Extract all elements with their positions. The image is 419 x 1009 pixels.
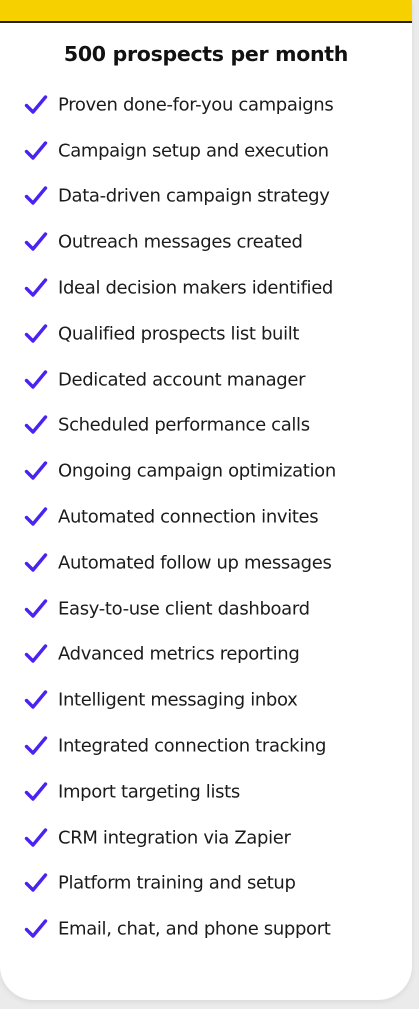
- feature-item: Ideal decision makers identified: [0, 265, 412, 311]
- checkmark-icon: [24, 277, 48, 299]
- feature-item: Qualified prospects list built: [0, 311, 412, 357]
- feature-label: Advanced metrics reporting: [58, 643, 300, 665]
- feature-label: Data-driven campaign strategy: [58, 185, 330, 207]
- feature-item: Easy-to-use client dashboard: [0, 586, 412, 632]
- checkmark-icon: [24, 689, 48, 711]
- feature-label: Dedicated account manager: [58, 369, 306, 391]
- feature-label: Campaign setup and execution: [58, 140, 329, 162]
- checkmark-icon: [24, 231, 48, 253]
- feature-label: Automated follow up messages: [58, 552, 332, 574]
- card-accent-bar: [0, 0, 412, 21]
- checkmark-icon: [24, 643, 48, 665]
- checkmark-icon: [24, 872, 48, 894]
- feature-item: Proven done-for-you campaigns: [0, 82, 412, 128]
- feature-label: Proven done-for-you campaigns: [58, 94, 334, 116]
- checkmark-icon: [24, 369, 48, 391]
- checkmark-icon: [24, 506, 48, 528]
- checkmark-icon: [24, 827, 48, 849]
- feature-label: Ideal decision makers identified: [58, 277, 334, 299]
- feature-label: Platform training and setup: [58, 872, 296, 894]
- card-accent-border: [0, 21, 412, 23]
- pricing-card: 500 prospects per month Proven done-for-…: [0, 0, 412, 1000]
- checkmark-icon: [24, 414, 48, 436]
- feature-item: Platform training and setup: [0, 861, 412, 907]
- feature-label: Integrated connection tracking: [58, 735, 327, 757]
- plan-title: 500 prospects per month: [63, 42, 349, 66]
- feature-label: Automated connection invites: [58, 506, 319, 528]
- feature-item: Outreach messages created: [0, 219, 412, 265]
- feature-item: Scheduled performance calls: [0, 403, 412, 449]
- checkmark-icon: [24, 323, 48, 345]
- feature-item: Integrated connection tracking: [0, 723, 412, 769]
- feature-item: Advanced metrics reporting: [0, 632, 412, 678]
- checkmark-icon: [24, 598, 48, 620]
- feature-item: CRM integration via Zapier: [0, 815, 412, 861]
- checkmark-icon: [24, 140, 48, 162]
- feature-label: Scheduled performance calls: [58, 414, 310, 436]
- checkmark-icon: [24, 735, 48, 757]
- feature-label: CRM integration via Zapier: [58, 827, 291, 849]
- checkmark-icon: [24, 781, 48, 803]
- feature-label: Email, chat, and phone support: [58, 918, 331, 940]
- feature-label: Import targeting lists: [58, 781, 240, 803]
- checkmark-icon: [24, 94, 48, 116]
- checkmark-icon: [24, 185, 48, 207]
- feature-item: Dedicated account manager: [0, 357, 412, 403]
- checkmark-icon: [24, 918, 48, 940]
- feature-item: Automated follow up messages: [0, 540, 412, 586]
- feature-label: Intelligent messaging inbox: [58, 689, 298, 711]
- feature-item: Automated connection invites: [0, 494, 412, 540]
- checkmark-icon: [24, 552, 48, 574]
- feature-label: Ongoing campaign optimization: [58, 460, 336, 482]
- feature-item: Campaign setup and execution: [0, 128, 412, 174]
- feature-item: Data-driven campaign strategy: [0, 174, 412, 220]
- feature-item: Email, chat, and phone support: [0, 906, 412, 952]
- feature-item: Import targeting lists: [0, 769, 412, 815]
- feature-item: Ongoing campaign optimization: [0, 448, 412, 494]
- feature-label: Outreach messages created: [58, 231, 303, 253]
- checkmark-icon: [24, 460, 48, 482]
- feature-label: Easy-to-use client dashboard: [58, 598, 310, 620]
- feature-label: Qualified prospects list built: [58, 323, 300, 345]
- feature-item: Intelligent messaging inbox: [0, 677, 412, 723]
